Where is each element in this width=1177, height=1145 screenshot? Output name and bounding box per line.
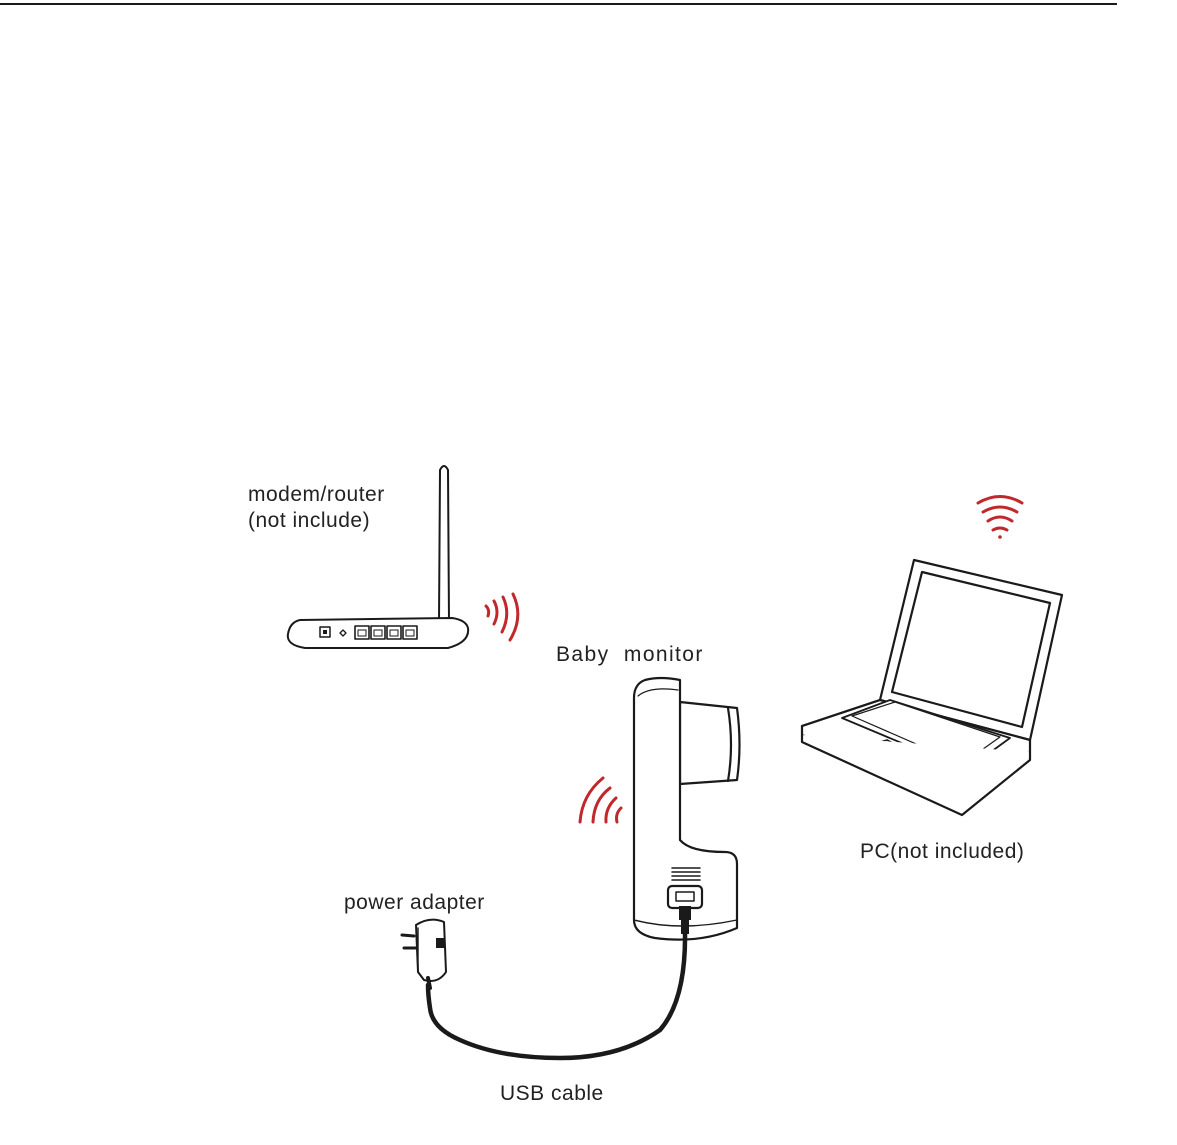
wifi-signal-icon	[580, 778, 621, 822]
router-antenna	[439, 466, 449, 622]
power-adapter-icon	[402, 920, 446, 988]
router-label-line1: modem/router	[248, 482, 385, 508]
laptop-icon	[802, 560, 1062, 815]
wifi-signal-icon	[978, 497, 1022, 539]
adapter-body	[416, 920, 446, 981]
wifi-signal-icon	[486, 594, 518, 640]
router-label: modem/router (not include)	[248, 482, 385, 534]
usb-cable-label: USB cable	[500, 1081, 604, 1107]
baby-monitor-camera-icon	[634, 678, 740, 940]
router-label-line2: (not include)	[248, 508, 385, 534]
power-adapter-label: power adapter	[344, 890, 485, 916]
baby-monitor-label: Baby monitor	[556, 642, 704, 668]
pc-label: PC(not included)	[860, 839, 1024, 865]
